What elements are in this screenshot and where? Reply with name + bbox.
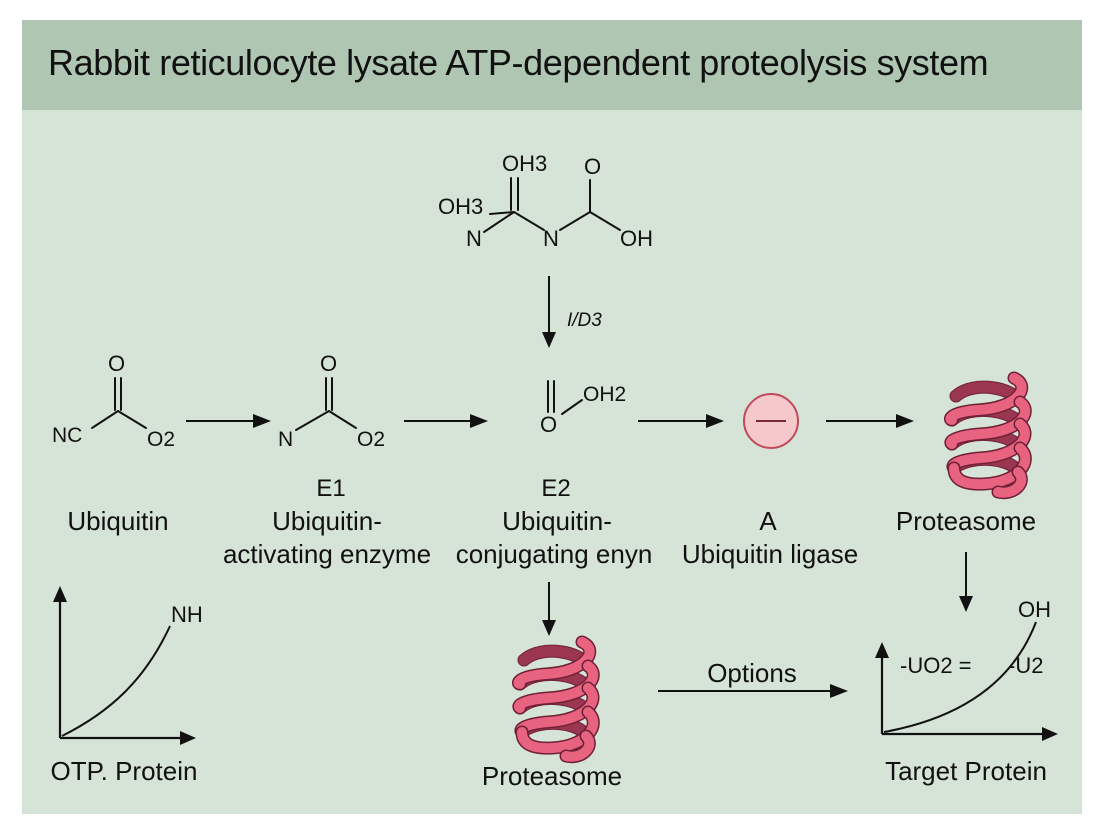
mid-n-label: N (543, 226, 559, 251)
ubiquitin-caption: Ubiquitin (67, 506, 168, 536)
proteasome-coil-icon (950, 378, 1025, 493)
left-oh3-label: OH3 (438, 194, 483, 219)
arrow-head (253, 414, 271, 428)
bond (295, 410, 330, 431)
bond (513, 211, 545, 231)
right-graph-eq-right: -U2 (1008, 653, 1043, 678)
e2-o-label: O (540, 412, 557, 437)
e1-caption-line1: Ubiquitin- (272, 506, 382, 536)
e2-structure: O OH2 E2 Ubiquitin- conjugating enyn (456, 380, 653, 569)
e3-caption: Ubiquitin ligase (682, 539, 858, 569)
bond (561, 399, 583, 415)
top-o-label: O (584, 154, 601, 179)
bond (483, 211, 515, 233)
e3-tag: A (759, 506, 777, 536)
arrow-head (470, 414, 488, 428)
bond (589, 211, 621, 231)
e2-caption-line2: conjugating enyn (456, 539, 653, 569)
e2-oh2-label: OH2 (583, 383, 626, 406)
proteasome-top-caption: Proteasome (896, 506, 1036, 536)
ubiquitin-structure: O NC O2 Ubiquitin (52, 351, 175, 536)
left-n-label: N (466, 226, 482, 251)
diagram-background (22, 20, 1082, 814)
proteasome-bottom: Proteasome (482, 642, 622, 791)
arrow-head (542, 620, 556, 636)
left-graph-nh-label: NH (171, 602, 203, 627)
bond (328, 410, 357, 429)
e3-ligase: A Ubiquitin ligase (682, 393, 858, 569)
proteasome-coil-icon (518, 642, 593, 757)
axis-arrow-head (53, 586, 67, 602)
e1-o2-label: O2 (357, 428, 385, 451)
bond (489, 211, 515, 215)
e2-caption-line1: Ubiquitin- (502, 506, 612, 536)
down-arrow-head (542, 332, 556, 348)
arrow-label: I/D3 (567, 310, 602, 331)
left-graph: NH OTP. Protein (51, 586, 203, 786)
bond (117, 410, 147, 429)
top-oh3-label: OH3 (502, 151, 547, 176)
right-graph-eq-left: -UO2 = (900, 653, 972, 678)
arrow-head (959, 596, 973, 612)
ubiquitin-o-label: O (108, 351, 125, 376)
bond (91, 410, 119, 429)
e1-tag: E1 (316, 475, 345, 502)
e1-n-label: N (278, 428, 293, 451)
right-graph-oh-label: OH (1018, 597, 1051, 622)
curve (61, 625, 171, 737)
right-graph-caption: Target Protein (885, 756, 1047, 786)
axis-arrow-head (875, 642, 889, 658)
page-title: Rabbit reticulocyte lysate ATP-dependent… (48, 42, 989, 83)
title-bar (22, 20, 1082, 110)
proteasome-bottom-caption: Proteasome (482, 761, 622, 791)
arrow-head (706, 414, 724, 428)
ubiquitin-o2-label: O2 (147, 428, 175, 451)
axis-arrow-head (1042, 727, 1058, 741)
e2-tag: E2 (541, 475, 570, 502)
arrow-head (830, 684, 848, 698)
axis-arrow-head (180, 731, 196, 745)
curve (883, 621, 1037, 733)
e1-caption-line2: activating enzyme (223, 539, 431, 569)
arrow-head (896, 414, 914, 428)
ubiquitin-nc-label: NC (52, 424, 82, 447)
bond (559, 211, 591, 231)
left-graph-caption: OTP. Protein (51, 756, 198, 786)
e1-o-label: O (320, 351, 337, 376)
e1-structure: O N O2 E1 Ubiquitin- activating enzyme (223, 351, 431, 569)
top-molecule: OH3 O OH3 N N OH I/D3 (438, 151, 653, 348)
right-graph: OH -UO2 = -U2 Target Protein (875, 597, 1058, 786)
right-oh-label: OH (620, 226, 653, 251)
options-label: Options (707, 658, 797, 688)
proteasome-top: Proteasome (896, 378, 1036, 536)
